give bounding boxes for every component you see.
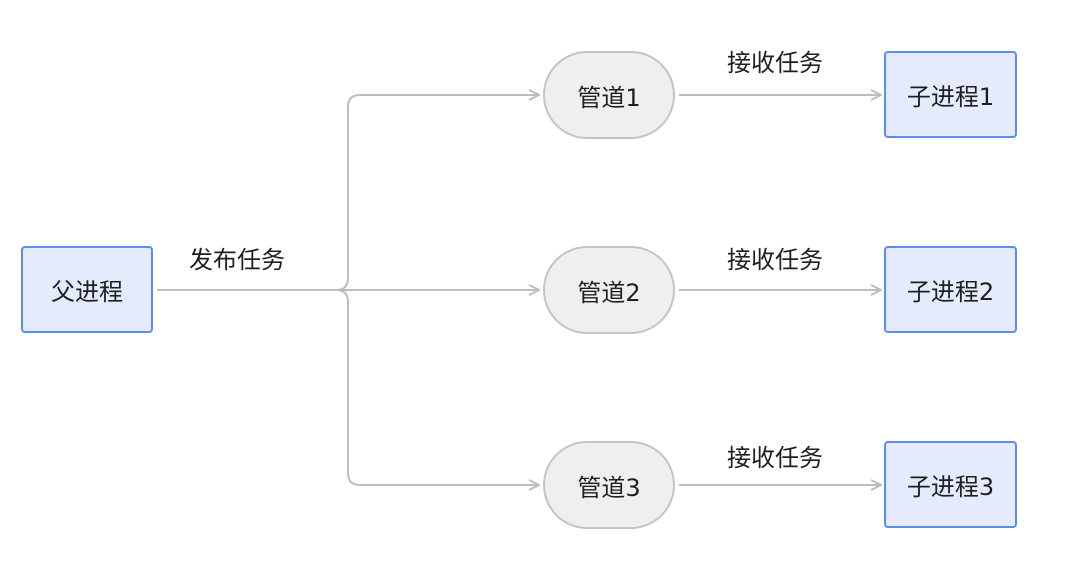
- child-process-node-1: 子进程1: [884, 51, 1017, 138]
- pipe-label-3: 管道3: [577, 473, 641, 502]
- child-process-label-3: 子进程3: [906, 473, 995, 501]
- dispatch-task-label: 发布任务: [189, 246, 285, 274]
- edge-parent-to-pipe1: [335, 95, 539, 291]
- parent-process-node: 父进程: [21, 246, 153, 333]
- pipe-node-3: 管道3: [543, 441, 675, 529]
- pipe-node-1: 管道1: [543, 51, 675, 139]
- receive-task-label-1: 接收任务: [727, 49, 823, 77]
- pipe-label-1: 管道1: [577, 83, 641, 112]
- pipe-label-2: 管道2: [577, 278, 641, 307]
- child-process-node-3: 子进程3: [884, 441, 1017, 528]
- child-process-label-1: 子进程1: [906, 83, 995, 111]
- receive-task-label-2: 接收任务: [727, 246, 823, 274]
- child-process-node-2: 子进程2: [884, 246, 1017, 333]
- child-process-label-2: 子进程2: [906, 278, 995, 306]
- parent-process-label: 父进程: [51, 278, 123, 306]
- pipe-node-2: 管道2: [543, 246, 675, 334]
- edge-parent-to-pipe3: [335, 289, 539, 485]
- receive-task-label-3: 接收任务: [727, 444, 823, 472]
